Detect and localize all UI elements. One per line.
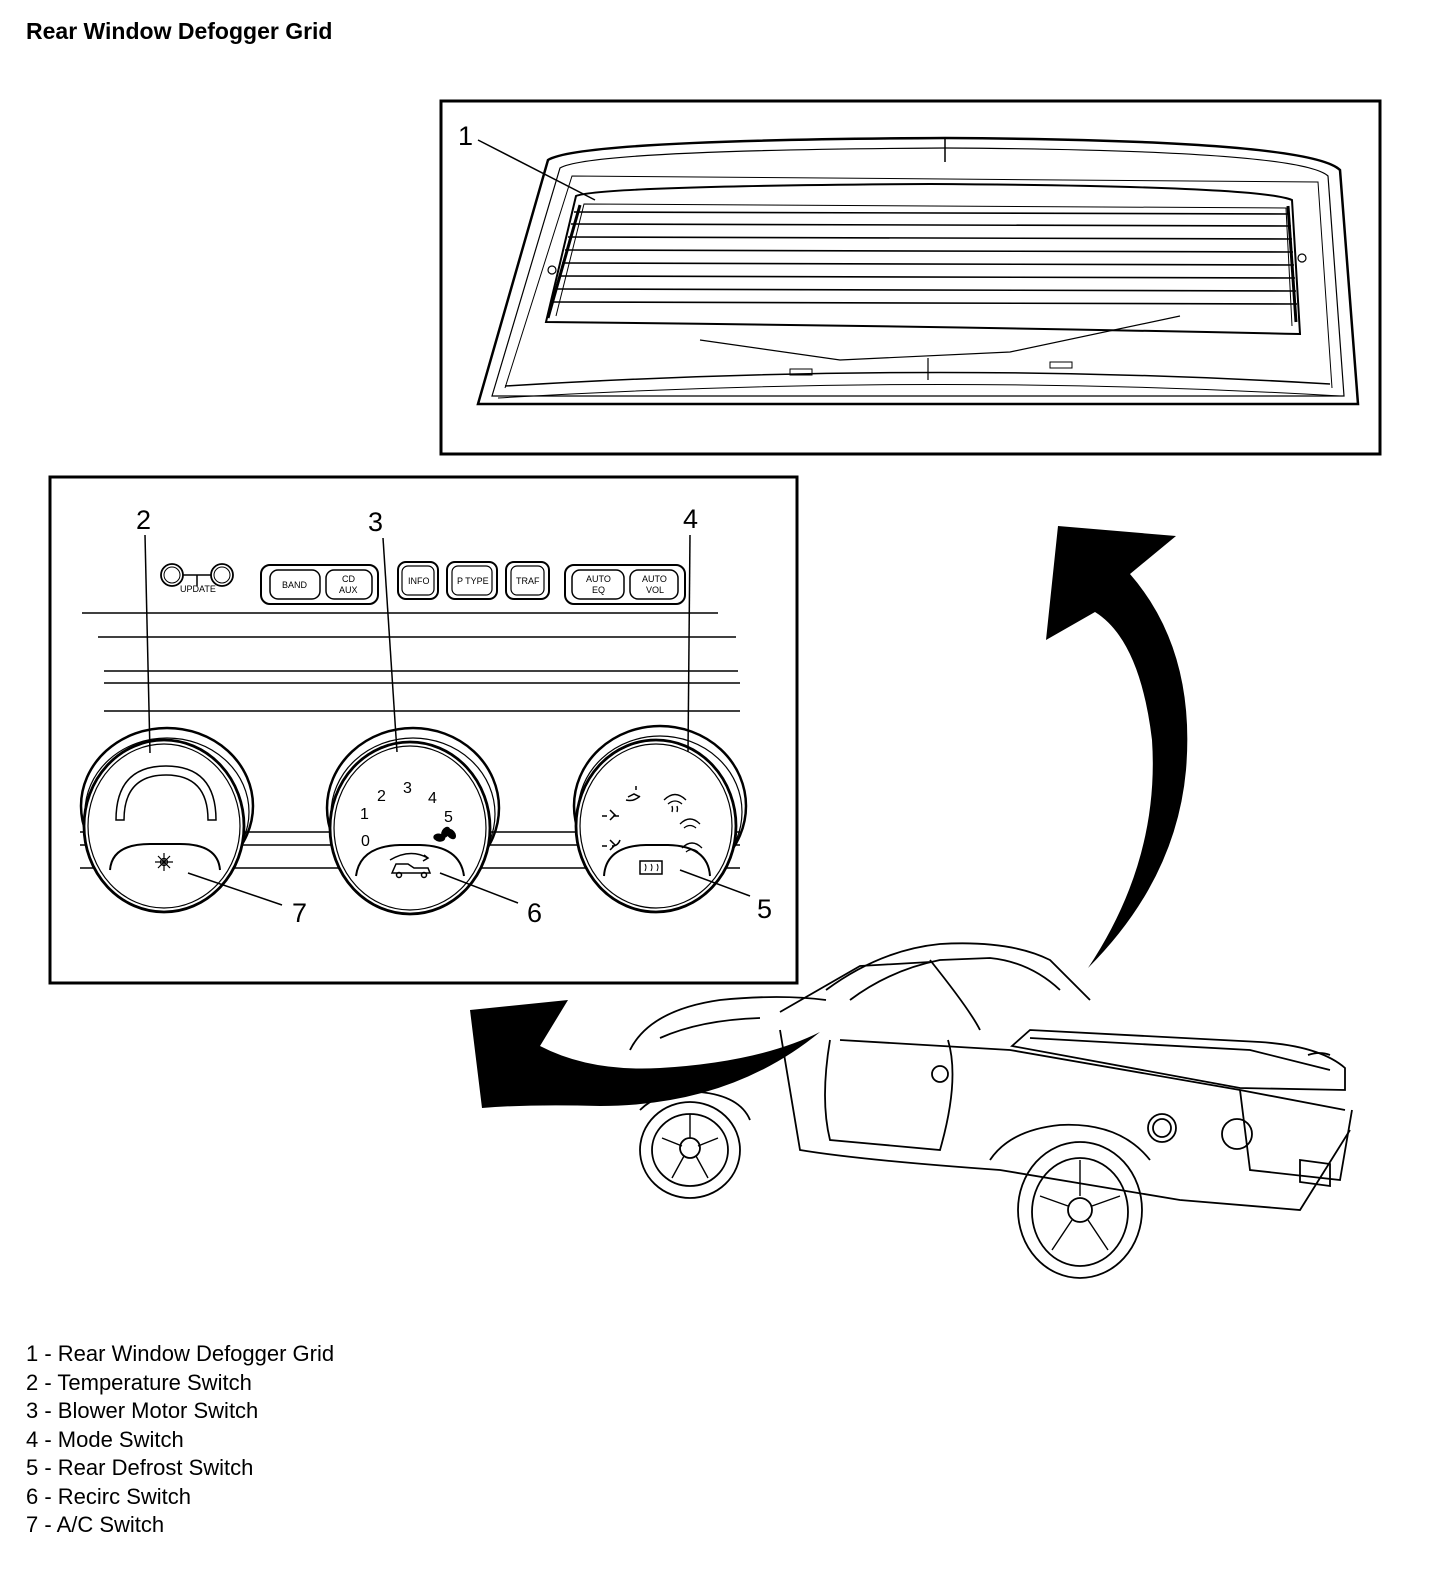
mode-knob [572,724,748,914]
rear-window-inset [439,99,1382,456]
control-panel-inset [48,475,799,985]
vent-icon [602,786,641,851]
callout-7: 7 [292,898,307,928]
info-label: INFO [408,576,430,586]
blower-dial-4: 4 [428,790,437,807]
blower-dial-3: 3 [403,780,412,797]
cd-label: CD [342,574,355,584]
callout-5: 5 [757,894,772,924]
callout-2: 2 [136,505,151,535]
callout-3: 3 [368,507,383,537]
diagram-title: Rear Window Defogger Grid [26,18,333,44]
blower-dial-5: 5 [444,809,453,826]
rear-defrost-icon [639,860,663,875]
legend-item: 1 - Rear Window Defogger Grid [26,1341,335,1366]
blower-dial-0: 0 [361,833,370,850]
legend-item: 3 - Blower Motor Switch [26,1398,259,1423]
blower-knob [325,726,501,916]
legend-item: 7 - A/C Switch [26,1512,165,1537]
blower-dial-2: 2 [377,788,386,805]
aux-label: AUX [339,585,358,595]
auto-vol-label-1: AUTO [642,574,667,584]
callout-4: 4 [683,504,698,534]
legend-item: 5 - Rear Defrost Switch [26,1455,254,1480]
update-label: UPDATE [180,584,216,594]
blower-dial-1: 1 [360,806,369,823]
legend-item: 2 - Temperature Switch [26,1369,252,1395]
defrost-icon [663,793,703,853]
callout-1: 1 [458,121,473,151]
recirc-car-icon [389,852,432,879]
legend-list: 1 - Rear Window Defogger Grid 2 - Temper… [26,1340,334,1540]
callout-6: 6 [527,898,542,928]
auto-eq-label-1: AUTO [586,574,611,584]
auto-vol-label-2: VOL [646,585,664,595]
arrow-to-window [1046,526,1188,968]
traf-label: TRAF [516,576,540,586]
fan-icon [433,826,457,842]
snowflake-icon [155,853,173,871]
arrow-to-panel [470,1000,820,1108]
vehicle-illustration [629,942,1353,1279]
defogger-grid-lines [552,211,1298,305]
temperature-knob [79,726,255,914]
legend-item: 4 - Mode Switch [26,1426,184,1452]
auto-eq-label-2: EQ [592,585,605,595]
band-label: BAND [282,580,308,590]
legend-item: 6 - Recirc Switch [26,1483,192,1509]
ptype-label: P TYPE [457,576,489,586]
